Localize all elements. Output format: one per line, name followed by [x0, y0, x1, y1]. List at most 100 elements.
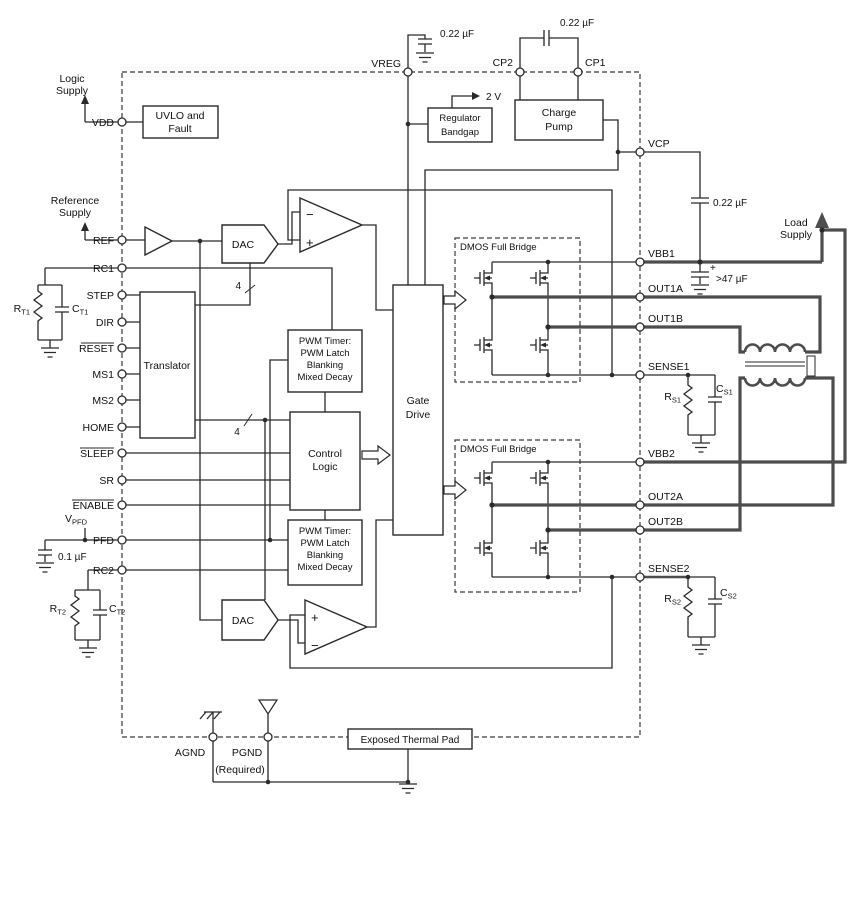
bus1-width: 4: [235, 281, 241, 292]
comparator1: [299, 196, 364, 254]
pin-sr: [117, 475, 127, 485]
rc1-internal-wire: [122, 267, 333, 330]
thermal-pad-label: Exposed Thermal Pad: [361, 735, 460, 746]
pin-out2a: [635, 500, 645, 510]
rs1-ground: [691, 442, 711, 453]
pin-label-out2b: OUT2B: [648, 516, 683, 528]
fet-1a-high: [473, 265, 493, 291]
pin-label-pfd: PFD: [93, 535, 114, 547]
translator-label: Translator: [144, 360, 191, 372]
pin-rc2: [117, 565, 127, 575]
fet-1b-high: [529, 265, 549, 291]
comp1-minus: −: [306, 207, 314, 222]
pin-label-reset: RESET: [79, 343, 115, 355]
pin-label-step: STEP: [87, 290, 114, 302]
rs1-cs1-join: [688, 434, 715, 443]
bulk-cap: [691, 262, 709, 284]
rs2-cs2-join: [688, 636, 715, 645]
logic-supply-arrowhead: [81, 95, 89, 104]
rt2-ct2-join: [75, 639, 100, 648]
rt1-ct1-join: [38, 339, 62, 348]
pwm2-label-4: Mixed Decay: [298, 562, 353, 573]
cp-cap-wire: [519, 30, 579, 72]
pin-enable: [117, 500, 127, 510]
translator-input-stubs: [122, 294, 140, 428]
uvlo-block: [142, 105, 219, 139]
uvlo-label-1: UVLO and: [155, 110, 204, 122]
charge-pump-block: [514, 99, 604, 141]
regulator-block: [427, 107, 493, 143]
dmos-bridge2-label: DMOS Full Bridge: [460, 444, 537, 455]
pin-label-vbb1: VBB1: [648, 248, 675, 260]
comp2-plus: +: [311, 610, 319, 625]
ground-symbols: [35, 52, 711, 794]
pin-sense1: [635, 370, 645, 380]
agnd-symbol: [199, 711, 222, 737]
pin-label-agnd: AGND: [175, 747, 206, 759]
pgnd-symbol: [257, 699, 279, 716]
control-label-1: Control: [308, 448, 342, 460]
bridge1-rails: [491, 261, 640, 376]
bus2-slash: [243, 413, 253, 427]
reference-supply-wire: [84, 230, 122, 241]
fet-1b-low: [529, 332, 549, 358]
pin-label-sleep: SLEEP: [80, 448, 114, 460]
control-logic-block: [289, 411, 361, 511]
pin-label-pgnd: PGND: [232, 747, 263, 759]
gate-to-bridge2-arrow: [443, 479, 467, 501]
thermal-pad-ground: [398, 783, 418, 794]
logic-supply-label-1: Logic: [59, 73, 84, 85]
pin-label-ms2: MS2: [92, 395, 114, 407]
reference-supply-label-2: Supply: [59, 207, 92, 219]
pin-label-sense2: SENSE2: [648, 563, 690, 575]
pin-ms2: [117, 395, 127, 405]
vreg-cap-wire: [407, 34, 432, 72]
cp-cap-value: 0.22 µF: [560, 18, 594, 29]
pin-label-vreg: VREG: [371, 58, 401, 70]
dmos-bridge1-box: [454, 237, 581, 383]
pin-home: [117, 422, 127, 432]
dac1-label: DAC: [232, 239, 255, 251]
reference-supply-label-1: Reference: [51, 195, 100, 207]
control-label-2: Logic: [312, 461, 337, 473]
thermal-pad-block: [347, 728, 473, 750]
pin-label-ref: REF: [93, 235, 114, 247]
bulk-cap-ground: [690, 284, 710, 295]
pin-label-sr: SR: [99, 475, 114, 487]
pin-label-out2a: OUT2A: [648, 491, 683, 503]
pin-dir: [117, 317, 127, 327]
bridge2-rails: [491, 461, 640, 578]
control-to-gate-arrow: [361, 444, 391, 466]
required-note: (Required): [215, 764, 265, 776]
cs2-label: CS2: [720, 587, 737, 601]
pin-label-home: HOME: [83, 422, 115, 434]
pin-vbb1: [635, 257, 645, 267]
dac2-comp2-wire: [278, 619, 305, 644]
pin-vcp: [635, 147, 645, 157]
pfd-cap-ground: [35, 562, 55, 573]
vpfd-label: VPFD: [65, 513, 88, 527]
translator-block: [139, 291, 196, 439]
reference-supply-arrowhead: [81, 222, 89, 231]
rt1-label: RT1: [14, 303, 30, 317]
pin-label-vcp: VCP: [648, 138, 670, 150]
charge-pump-out: [603, 119, 640, 153]
2v-label: 2 V: [486, 92, 501, 103]
fet-1a-low: [473, 332, 493, 358]
pin-sense2: [635, 572, 645, 582]
charge-pump-label-1: Charge: [542, 107, 577, 119]
pin-label-enable: ENABLE: [73, 500, 114, 512]
sense1-feedback-wire: [287, 189, 613, 375]
regulator-label-1: Regulator: [439, 113, 480, 124]
pwm2-label-1: PWM Timer:: [299, 526, 351, 537]
pin-vreg: [403, 67, 413, 77]
ct1-capacitor: [55, 285, 69, 340]
rs1-label: RS1: [664, 391, 681, 405]
pin-label-rc1: RC1: [93, 263, 114, 275]
vcp-internal-rail: [424, 152, 619, 285]
ct1-label: CT1: [72, 303, 88, 317]
pin-label-out1a: OUT1A: [648, 283, 683, 295]
bulk-cap-value: >47 µF: [716, 274, 748, 285]
pin-ms1: [117, 369, 127, 379]
